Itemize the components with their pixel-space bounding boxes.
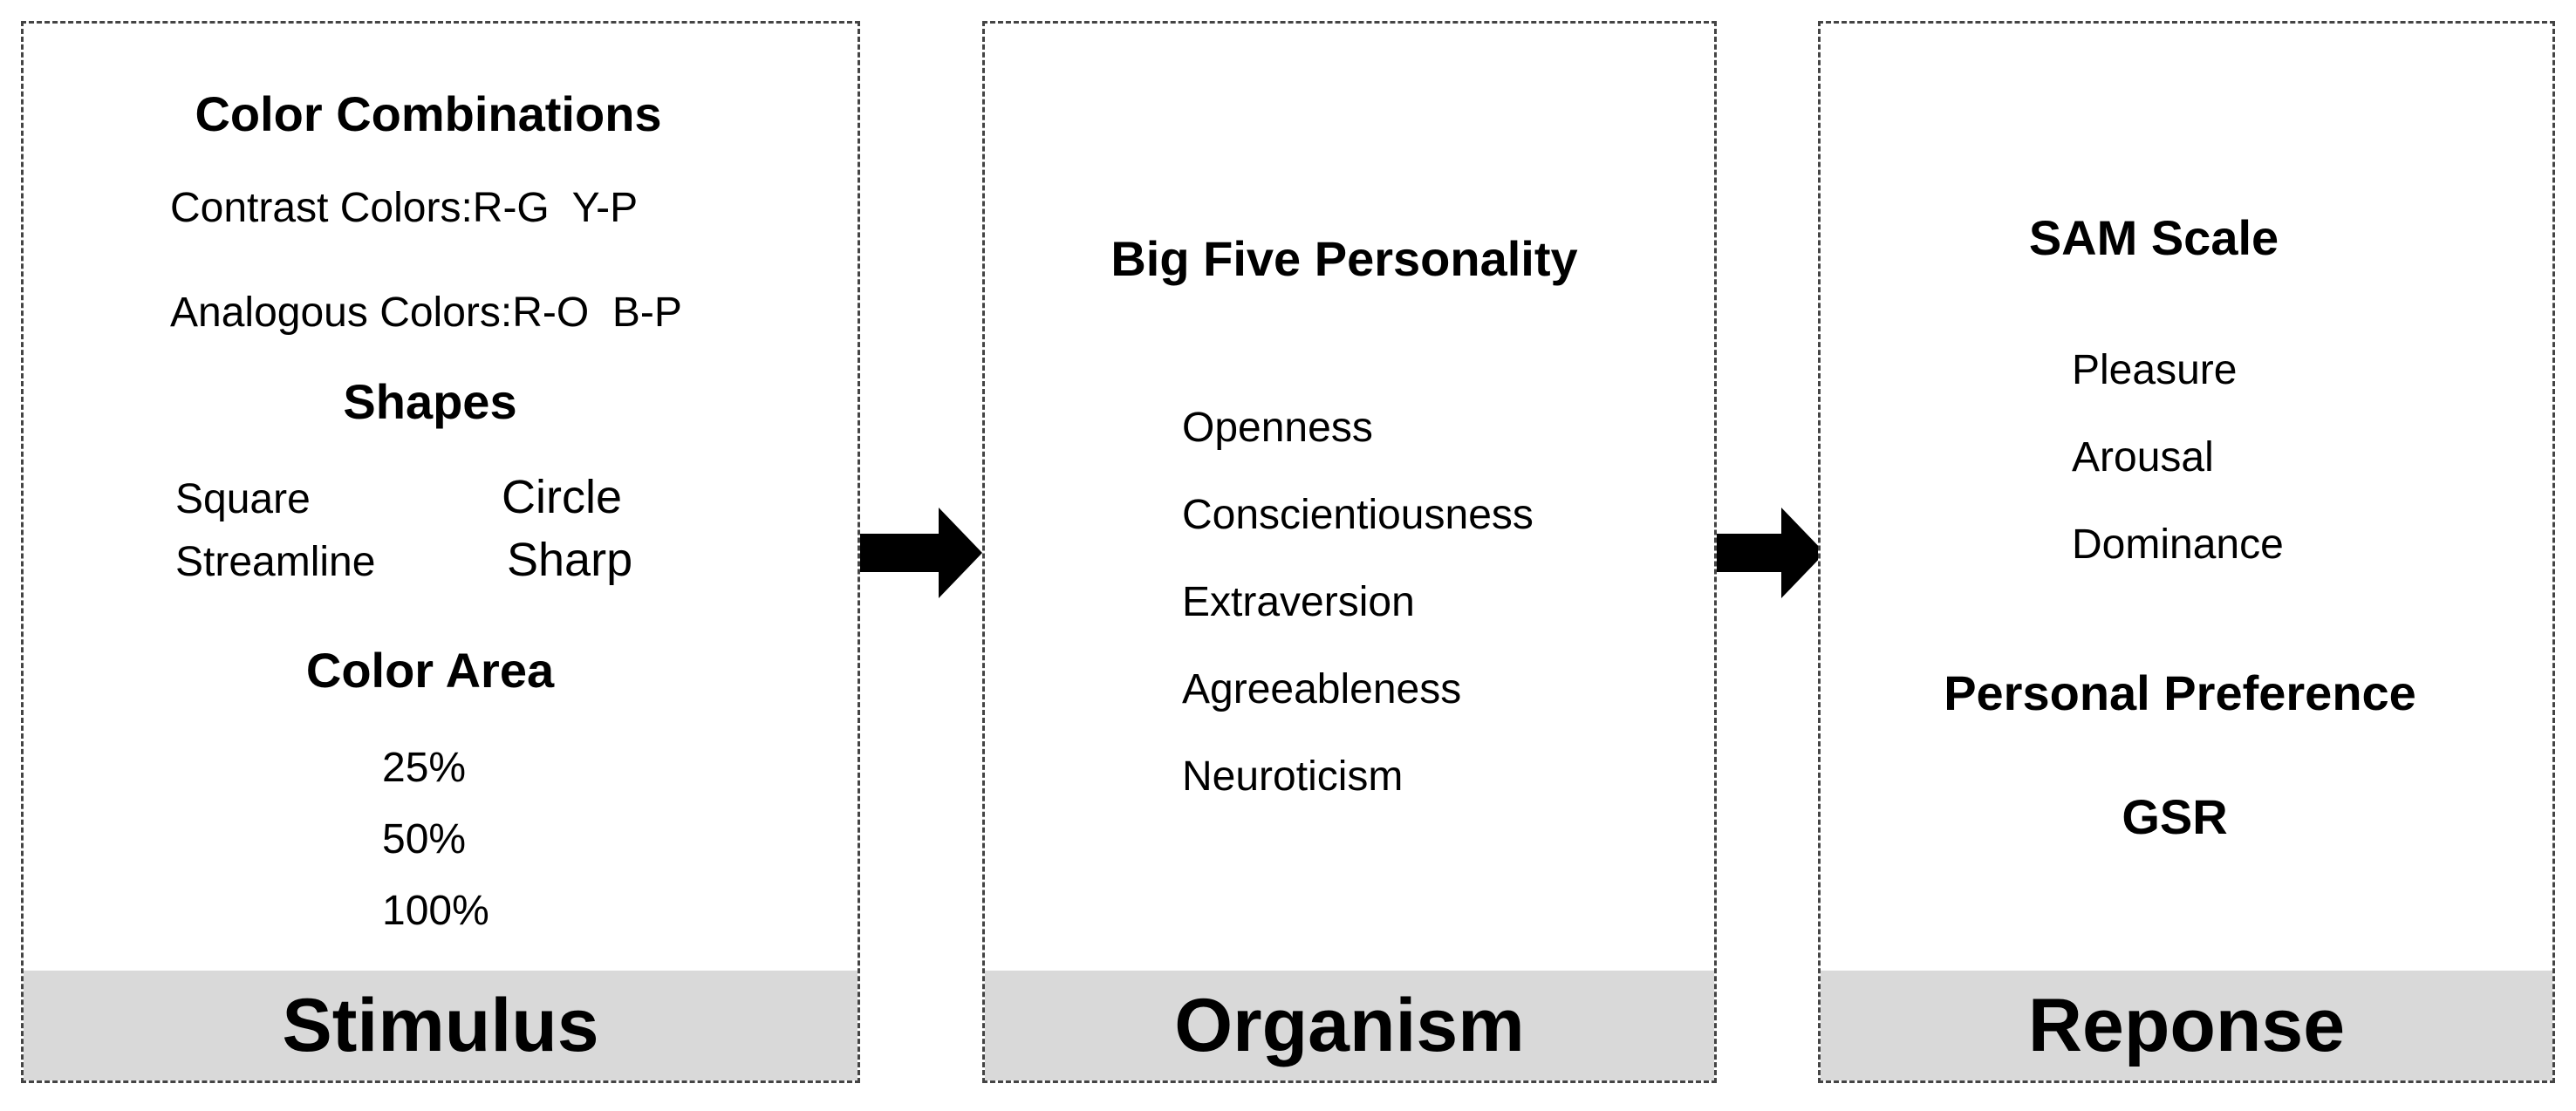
organism-box: Big Five Personality Openness Conscienti… <box>982 21 1717 1083</box>
personal-preference-heading: Personal Preference <box>1944 665 2416 720</box>
right-arrow-icon <box>1717 508 1825 598</box>
sam-item-dominance: Dominance <box>2072 521 2284 568</box>
organism-footer-label: Organism <box>985 971 1714 1080</box>
color-combinations-heading: Color Combinations <box>195 86 662 141</box>
analogous-colors-text: Analogous Colors:R-O B-P <box>170 290 682 336</box>
stimulus-box: Color Combinations Contrast Colors:R-G Y… <box>21 21 860 1083</box>
shape-item-square: Square <box>175 476 311 522</box>
sam-item-arousal: Arousal <box>2072 434 2214 481</box>
shape-item-circle: Circle <box>502 471 623 523</box>
sam-scale-heading: SAM Scale <box>2028 210 2279 265</box>
shape-item-sharp: Sharp <box>507 534 633 586</box>
color-area-heading: Color Area <box>305 643 555 698</box>
shape-item-streamline: Streamline <box>175 539 376 585</box>
personality-item-conscientiousness: Conscientiousness <box>1182 492 1534 538</box>
personality-item-extraversion: Extraversion <box>1182 579 1415 625</box>
color-area-item-100: 100% <box>382 888 489 934</box>
sam-item-pleasure: Pleasure <box>2072 347 2238 393</box>
color-area-item-50: 50% <box>382 816 467 862</box>
contrast-colors-text: Contrast Colors:R-G Y-P <box>170 185 639 231</box>
color-area-item-25: 25% <box>382 745 467 791</box>
right-arrow-icon <box>860 508 982 598</box>
big-five-personality-heading: Big Five Personality <box>1110 231 1578 286</box>
gsr-heading: GSR <box>2122 789 2228 844</box>
shapes-heading: Shapes <box>343 374 517 429</box>
personality-item-openness: Openness <box>1182 405 1373 451</box>
personality-item-neuroticism: Neuroticism <box>1182 753 1404 800</box>
response-footer-label: Reponse <box>1821 971 2552 1080</box>
stimulus-footer-label: Stimulus <box>24 971 858 1080</box>
personality-item-agreeableness: Agreeableness <box>1182 666 1462 712</box>
response-box: SAM Scale Pleasure Arousal Dominance Per… <box>1818 21 2555 1083</box>
